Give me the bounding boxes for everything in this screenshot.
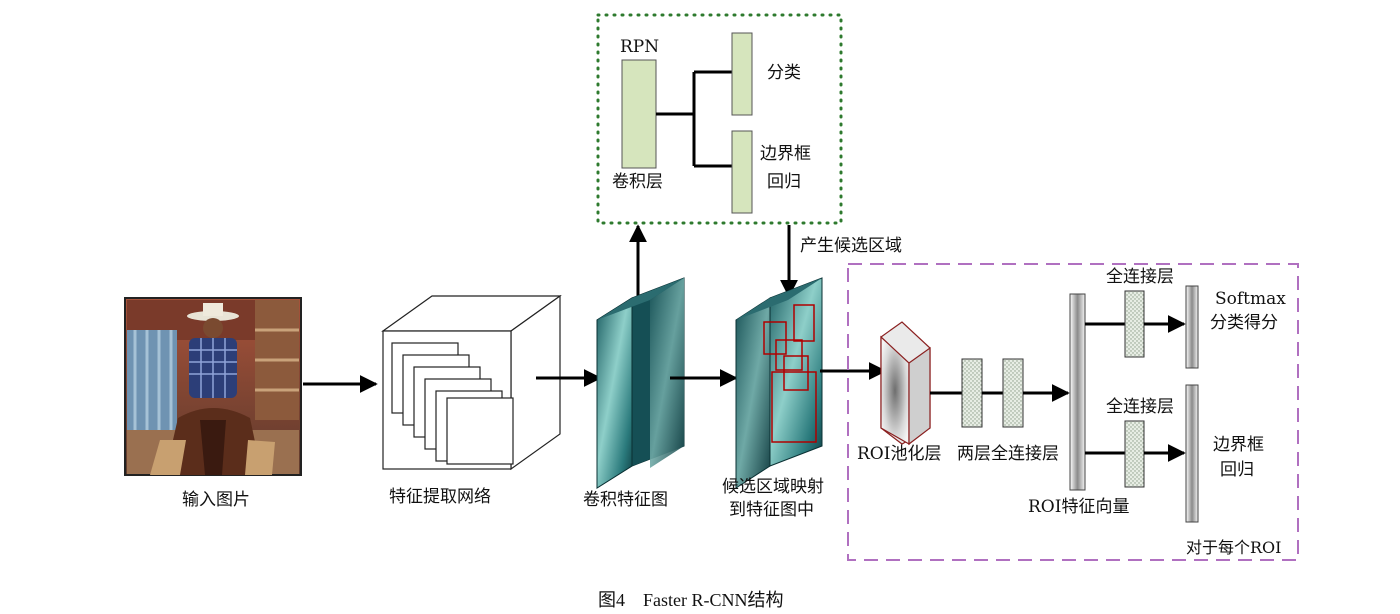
rpn-branch-lines — [656, 70, 732, 168]
projection-feature-map — [735, 277, 823, 489]
proposal-boxes — [763, 304, 817, 443]
bbox-bar — [1185, 384, 1199, 523]
input-label: 输入图片 — [182, 490, 250, 510]
roi-feature-vector — [1069, 293, 1086, 491]
softmax-label-1: Softmax — [1215, 289, 1286, 309]
rpn-conv-block — [621, 59, 657, 169]
rpn-conv-label: 卷积层 — [612, 172, 663, 192]
rpn-cls-label: 分类 — [767, 63, 801, 83]
proposal-label: 产生候选区域 — [800, 236, 902, 256]
per-roi-label: 对于每个ROI — [1186, 538, 1282, 557]
fc-top-label: 全连接层 — [1106, 267, 1174, 287]
fc-block-2 — [1002, 358, 1024, 428]
roi-vector-label: ROI特征向量 — [1028, 497, 1129, 517]
roi-pool-label: ROI池化层 — [857, 444, 941, 464]
rpn-box-border — [596, 13, 843, 225]
figure-caption: 图4 Faster R-CNN结构 — [598, 590, 784, 610]
bbox-label-2: 回归 — [1220, 460, 1254, 480]
softmax-label-2: 分类得分 — [1210, 313, 1278, 333]
bbox-label-1: 边界框 — [1213, 435, 1264, 455]
fc2-label: 两层全连接层 — [957, 444, 1059, 464]
projection-label-2: 到特征图中 — [729, 500, 814, 520]
input-image — [124, 297, 302, 476]
rpn-bbox-label-2: 回归 — [767, 172, 801, 192]
fc-bottom-label: 全连接层 — [1106, 397, 1174, 417]
conv-feature-map — [596, 277, 685, 489]
rpn-bbox-block — [731, 130, 753, 214]
fc-bottom-block — [1124, 420, 1145, 488]
roi-pool-block — [880, 321, 931, 446]
feature-extraction-cube — [381, 294, 562, 471]
conv-map-label: 卷积特征图 — [583, 490, 668, 510]
rpn-title: RPN — [620, 37, 659, 57]
softmax-bar — [1185, 285, 1199, 369]
rpn-cls-block — [731, 32, 753, 116]
feature-net-label: 特征提取网络 — [389, 487, 491, 507]
fc-top-block — [1124, 290, 1145, 358]
projection-label-1: 候选区域映射 — [722, 477, 824, 497]
fc-block-1 — [961, 358, 983, 428]
roi-box-border — [847, 263, 1299, 561]
rpn-bbox-label-1: 边界框 — [760, 144, 811, 164]
